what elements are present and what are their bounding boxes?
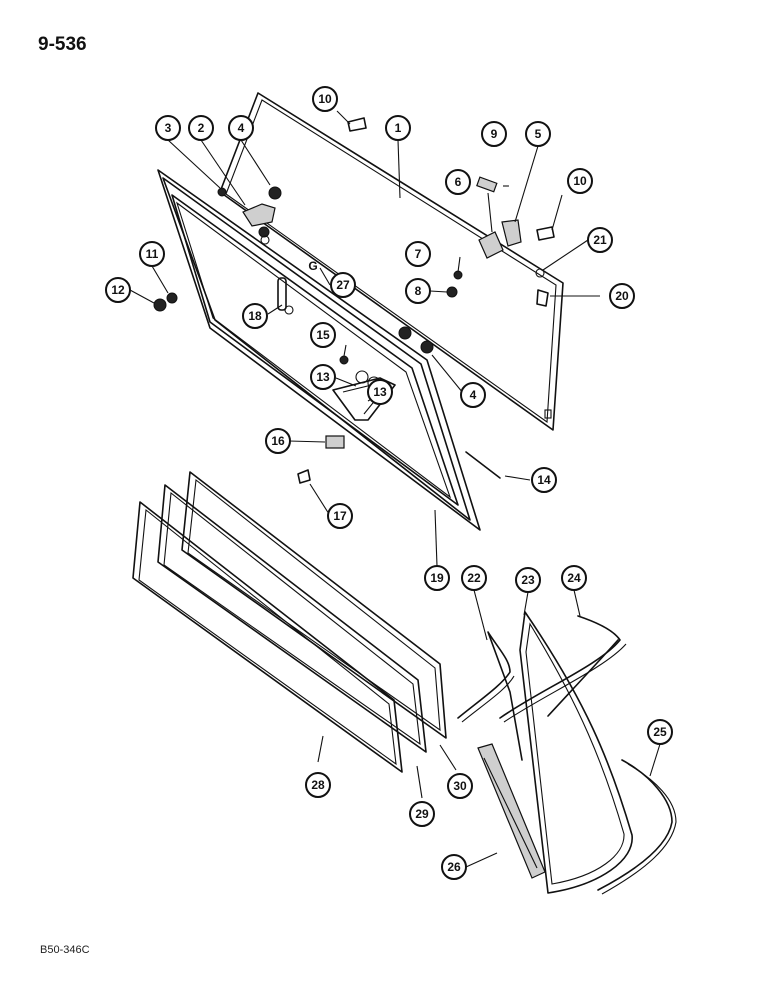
callout-17: 17 [327,503,353,529]
hinge-right [476,176,522,259]
callout-22-label: 22 [467,571,481,585]
callout-19-label: 19 [430,571,444,585]
callout-14-label: 14 [537,473,551,487]
callout-7-label: 7 [415,247,422,261]
callout-7: 7 [405,241,431,267]
glass-panel [219,92,564,431]
callout-27-label: 27 [336,278,350,292]
callout-26-label: 26 [447,860,461,874]
callout-28-label: 28 [311,778,325,792]
callout-8-label: 8 [415,284,422,298]
svg-text:G: G [308,259,317,273]
callout-24-label: 24 [567,571,581,585]
seal-strip-25 [597,759,677,895]
callout-1: 1 [385,115,411,141]
callout-4-right: 4 [460,382,486,408]
callout-16: 16 [265,428,291,454]
callout-27: 27 [330,272,356,298]
callout-1-label: 1 [395,121,402,135]
callout-10a-label: 10 [318,92,332,106]
gas-strut [277,277,294,315]
callout-20: 20 [609,283,635,309]
callout-15: 15 [310,322,336,348]
seal-strip-24 [499,615,627,723]
callout-22: 22 [461,565,487,591]
fasteners: G [153,117,555,484]
callout-28: 28 [305,772,331,798]
leader-lines [129,110,661,868]
callout-23-label: 23 [521,573,535,587]
callout-11: 11 [139,241,165,267]
page-code: 9-536 [38,34,87,55]
latch-bar [477,743,546,879]
callout-10b-label: 10 [573,174,587,188]
callout-4a-label: 4 [238,121,245,135]
callout-21-label: 21 [593,233,607,247]
callout-5-label: 5 [535,127,542,141]
callout-3: 3 [155,115,181,141]
callout-4b-label: 4 [470,388,477,402]
side-glass [519,611,633,894]
reference-code: B50-346C [40,944,90,956]
callout-30-label: 30 [453,779,467,793]
callout-12-label: 12 [111,283,125,297]
callout-13-left: 13 [310,364,336,390]
callout-19: 19 [424,565,450,591]
callout-4-top: 4 [228,115,254,141]
callout-16-label: 16 [271,434,285,448]
callout-24: 24 [561,565,587,591]
callout-10-right: 10 [567,168,593,194]
callout-11-label: 11 [146,247,159,261]
callout-12: 12 [105,277,131,303]
callout-5: 5 [525,121,551,147]
callout-25: 25 [647,719,673,745]
callout-14: 14 [531,467,557,493]
callout-6-label: 6 [455,175,462,189]
seal-strip-22 [457,631,523,761]
callout-18: 18 [242,303,268,329]
callout-2: 2 [188,115,214,141]
callout-21: 21 [587,227,613,253]
callout-29: 29 [409,801,435,827]
callout-3-label: 3 [165,121,172,135]
callout-18-label: 18 [248,309,262,323]
callout-9-label: 9 [491,127,498,141]
callout-6: 6 [445,169,471,195]
hinge-left [242,203,276,245]
callout-26: 26 [441,854,467,880]
callout-13-right: 13 [367,379,393,405]
callout-13b-label: 13 [373,385,387,399]
callout-8: 8 [405,278,431,304]
callout-13a-label: 13 [316,370,330,384]
callout-30: 30 [447,773,473,799]
seal-29 [157,484,427,753]
callout-29-label: 29 [415,807,429,821]
callout-2-label: 2 [198,121,205,135]
callout-9: 9 [481,121,507,147]
callout-15-label: 15 [316,328,330,342]
callout-10-top: 10 [312,86,338,112]
callout-20-label: 20 [615,289,629,303]
callout-23: 23 [515,567,541,593]
seal-30 [181,471,447,739]
callout-17-label: 17 [333,509,347,523]
callout-25-label: 25 [653,725,667,739]
